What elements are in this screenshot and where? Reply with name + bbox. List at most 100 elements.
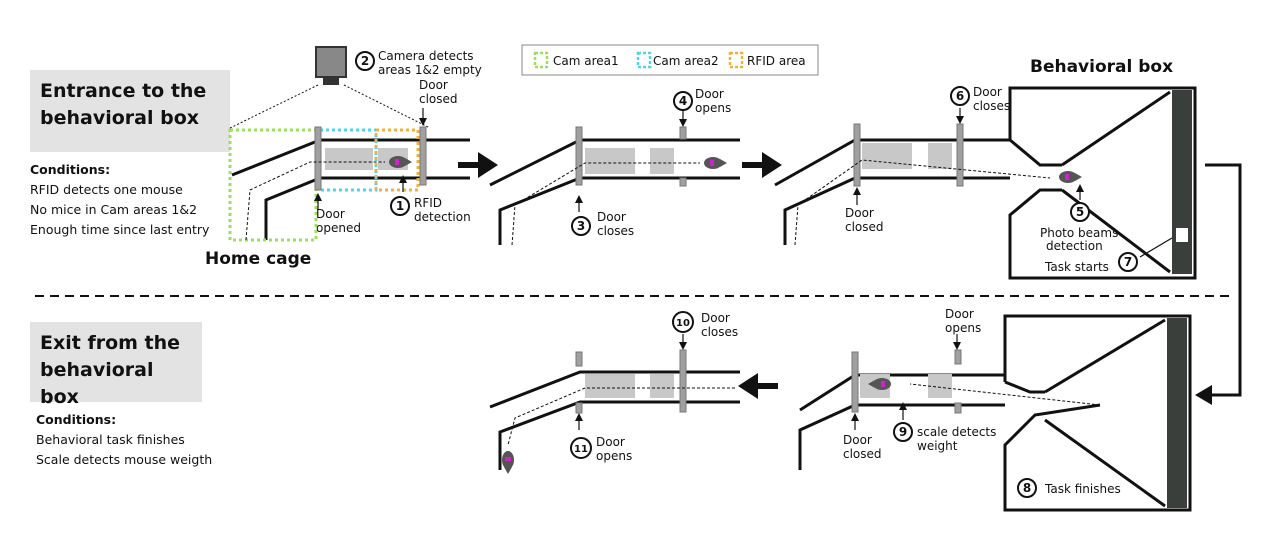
camera-label-1: Camera detects: [378, 49, 474, 63]
svg-text:6: 6: [956, 89, 964, 103]
step-1-marker: 1: [390, 196, 410, 216]
mouse-icon: [1059, 171, 1082, 183]
task-starts-label: Task starts: [1044, 260, 1109, 274]
panel-exit-middle: [798, 334, 1101, 470]
rfid-label: detection: [414, 210, 471, 224]
exit-title: Exit from the behavioral box: [30, 322, 202, 408]
entrance-condition: Enough time since last entry: [30, 222, 210, 237]
svg-text:2: 2: [361, 54, 369, 68]
exit-condition: Scale detects mouse weigth: [36, 452, 213, 467]
door-opened-label: Door: [316, 207, 345, 221]
photo-beams-label: detection: [1046, 239, 1103, 253]
task-finishes-label: Task finishes: [1044, 482, 1121, 496]
panel-2: [489, 110, 740, 246]
legend-rfid-swatch: [728, 51, 744, 69]
door-opens-label: opens: [596, 449, 632, 463]
camera-label-2: areas 1&2 empty: [378, 63, 482, 77]
door-closes-label: closes: [701, 325, 738, 339]
legend-cam2-swatch: [636, 51, 652, 69]
flow-arrow: [458, 152, 498, 178]
door-closed-label: closed: [419, 92, 458, 106]
step-3-marker: 3: [571, 216, 591, 236]
exit-conditions-heading: Conditions:: [36, 412, 117, 427]
behavioral-box-label: Behavioral box: [1030, 57, 1173, 77]
panel-1: [228, 46, 470, 242]
entrance-title-line2: behavioral box: [40, 107, 200, 129]
legend-cam1-swatch: [533, 51, 549, 69]
flow-arrow: [742, 152, 782, 178]
entrance-condition: No mice in Cam areas 1&2: [30, 202, 198, 217]
door-opens-label: opens: [695, 101, 731, 115]
mouse-icon: [704, 157, 727, 169]
step-11-marker: 11: [570, 437, 592, 459]
entrance-conditions-heading: Conditions:: [30, 162, 111, 177]
step-2-marker: 2: [355, 51, 375, 71]
door-opened-label: opened: [316, 221, 361, 235]
mouse-icon: [502, 451, 514, 474]
panel-exit-box: [1003, 314, 1192, 512]
entrance-condition: RFID detects one mouse: [30, 182, 183, 197]
rfid-area: [374, 128, 420, 192]
svg-text:9: 9: [899, 425, 907, 439]
camera-icon: [315, 46, 347, 78]
flow-arrow: [1205, 163, 1242, 397]
touchscreen: [1172, 90, 1192, 274]
mouse-icon: [389, 156, 412, 168]
svg-text:5: 5: [1076, 205, 1084, 219]
door-closed-label: closed: [845, 220, 884, 234]
svg-text:11: 11: [574, 444, 588, 455]
entrance-title-line1: Entrance to the: [40, 80, 207, 102]
step-5-marker: 5: [1070, 202, 1090, 222]
door-opens-label: opens: [945, 321, 981, 335]
legend-cam2-label: Cam area2: [653, 54, 719, 68]
rfid-label: RFID: [414, 196, 442, 210]
entrance-conditions: Conditions: RFID detects one mouse No mi…: [30, 160, 209, 240]
exit-title-line1: Exit from the: [40, 332, 181, 354]
step-4-marker: 4: [673, 91, 693, 111]
svg-text:1: 1: [396, 199, 404, 213]
panel-exit-left: [489, 334, 740, 474]
svg-text:10: 10: [676, 318, 690, 329]
svg-text:8: 8: [1023, 481, 1031, 495]
door-closed-label: Door: [419, 78, 448, 92]
scale-block: [325, 148, 373, 170]
door-closed-label: Door: [845, 206, 874, 220]
home-cage-label: Home cage: [205, 249, 311, 269]
step-7-marker: 7: [1118, 252, 1138, 272]
door-closes-label: closes: [973, 99, 1010, 113]
door-closes-label: Door: [597, 210, 626, 224]
door-closes-label: Door: [973, 85, 1002, 99]
scale-label: scale detects: [917, 425, 996, 439]
entrance-title: Entrance to the behavioral box: [30, 70, 230, 152]
door-opens-label: Door: [945, 307, 974, 321]
legend-rfid-label: RFID area: [747, 54, 806, 68]
behavioral-box: [1008, 86, 1197, 280]
scale-label: weight: [917, 439, 958, 453]
door-opens-label: Door: [596, 435, 625, 449]
svg-text:7: 7: [1124, 255, 1132, 269]
exit-condition: Behavioral task finishes: [36, 432, 185, 447]
panel-3: [774, 86, 1197, 280]
door-closes-label: closes: [597, 224, 634, 238]
flow-arrow: [738, 373, 778, 399]
legend: Cam area1 Cam area2 RFID area: [521, 44, 819, 76]
door-closed-label: Door: [843, 433, 872, 447]
door: [419, 126, 427, 186]
stimulus: [1176, 228, 1188, 242]
legend-cam1-label: Cam area1: [553, 54, 619, 68]
door-closes-label: Door: [701, 311, 730, 325]
step-9-marker: 9: [893, 422, 913, 442]
svg-text:3: 3: [577, 219, 585, 233]
exit-title-line2: behavioral box: [40, 359, 154, 408]
exit-conditions: Conditions: Behavioral task finishes Sca…: [36, 410, 212, 470]
step-10-marker: 10: [672, 311, 694, 333]
door: [314, 126, 322, 191]
svg-text:4: 4: [679, 94, 687, 108]
step-markers: 1 2 3 4 5 6 7 8 9 10 11: [355, 51, 1138, 498]
door-opens-label: Door: [695, 87, 724, 101]
step-8-marker: 8: [1017, 478, 1037, 498]
door-closed-label: closed: [843, 447, 882, 461]
photo-beams-label: Photo beams: [1040, 226, 1118, 240]
step-6-marker: 6: [950, 86, 970, 106]
